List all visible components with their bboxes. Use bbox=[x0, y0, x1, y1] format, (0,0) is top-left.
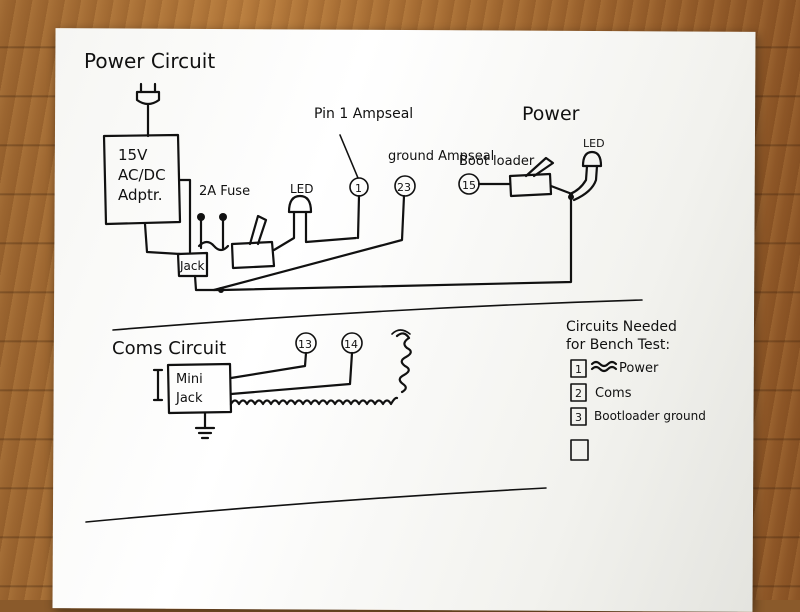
svg-text:15: 15 bbox=[462, 179, 476, 192]
led-right-label: LED bbox=[583, 137, 605, 150]
led-left-label: LED bbox=[290, 182, 314, 196]
svg-text:13: 13 bbox=[298, 338, 312, 351]
adapter-wire-lower bbox=[143, 222, 182, 256]
jack-label: Jack bbox=[179, 259, 204, 273]
adapter-label-line-3: Adptr. bbox=[118, 186, 162, 204]
section-divider-line bbox=[112, 299, 643, 331]
twisted-pair-cable bbox=[229, 396, 399, 406]
svg-text:14: 14 bbox=[344, 338, 358, 351]
bootloader-label: Boot loader bbox=[459, 154, 535, 169]
adapter-label-line-2: AC/DC bbox=[118, 166, 166, 184]
connector-squiggle bbox=[395, 332, 412, 394]
led-left-symbol bbox=[272, 194, 358, 252]
svg-text:1: 1 bbox=[575, 363, 582, 376]
bottom-divider-line bbox=[85, 487, 547, 523]
pin13-node: 13 bbox=[295, 332, 317, 354]
ground-icon bbox=[194, 411, 216, 440]
coms-circuit-title: Coms Circuit bbox=[112, 338, 226, 359]
ground-ampseal-label: ground Ampseal bbox=[388, 149, 494, 164]
svg-text:3: 3 bbox=[575, 411, 582, 424]
svg-text:2: 2 bbox=[575, 387, 582, 400]
jack-box: Jack bbox=[176, 251, 209, 278]
svg-text:Coms: Coms bbox=[595, 386, 632, 401]
svg-text:1: 1 bbox=[355, 182, 362, 195]
checklist-item-3: 3 Bootloader ground bbox=[570, 407, 706, 426]
pin1-node: 1 bbox=[349, 177, 369, 197]
pin13-wire bbox=[229, 351, 308, 380]
power-label: Power bbox=[522, 103, 580, 125]
led-right-symbol bbox=[568, 150, 603, 202]
pin14-node: 14 bbox=[341, 332, 363, 354]
power-circuit-title: Power Circuit bbox=[84, 49, 215, 73]
pin1-wire bbox=[356, 194, 361, 240]
svg-text:Power: Power bbox=[619, 361, 659, 376]
checklist-title-line-1: Circuits Needed bbox=[566, 319, 677, 335]
checklist-item-1: 1 Power bbox=[570, 359, 659, 378]
svg-text:Bootloader ground: Bootloader ground bbox=[594, 409, 706, 423]
pin1-leader-line bbox=[339, 134, 359, 179]
mini-jack-box: Mini Jack bbox=[152, 362, 233, 415]
fuse-label: 2A Fuse bbox=[199, 184, 250, 199]
adapter-label-line-1: 15V bbox=[118, 146, 148, 164]
checklist-item-2: 2 Coms bbox=[570, 383, 632, 402]
checklist-title-line-2: for Bench Test: bbox=[566, 337, 670, 353]
scribble-mark bbox=[590, 360, 618, 373]
jack-ground-wire bbox=[193, 274, 222, 292]
pin15-node: 15 bbox=[458, 173, 480, 195]
pin23-node: 23 bbox=[394, 175, 416, 197]
pin14-wire bbox=[229, 351, 354, 396]
pin23-wire bbox=[212, 194, 406, 292]
adapter-box: 15V AC/DC Adptr. bbox=[102, 133, 182, 226]
mini-jack-label-line-1: Mini bbox=[176, 372, 203, 387]
adapter-wire-upper bbox=[178, 178, 192, 254]
bootloader-wire bbox=[549, 184, 574, 196]
fuse-symbol bbox=[197, 213, 230, 252]
checklist-empty-box bbox=[570, 439, 589, 461]
plug-icon bbox=[135, 82, 161, 138]
pin1-ampseal-label: Pin 1 Ampseal bbox=[314, 106, 413, 122]
bootloader-switch-symbol bbox=[508, 156, 555, 198]
connector-cap bbox=[391, 329, 411, 335]
power-switch-symbol bbox=[230, 214, 276, 270]
mini-jack-label-line-2: Jack bbox=[175, 391, 203, 406]
return-wire bbox=[220, 195, 573, 292]
svg-text:23: 23 bbox=[397, 181, 411, 194]
